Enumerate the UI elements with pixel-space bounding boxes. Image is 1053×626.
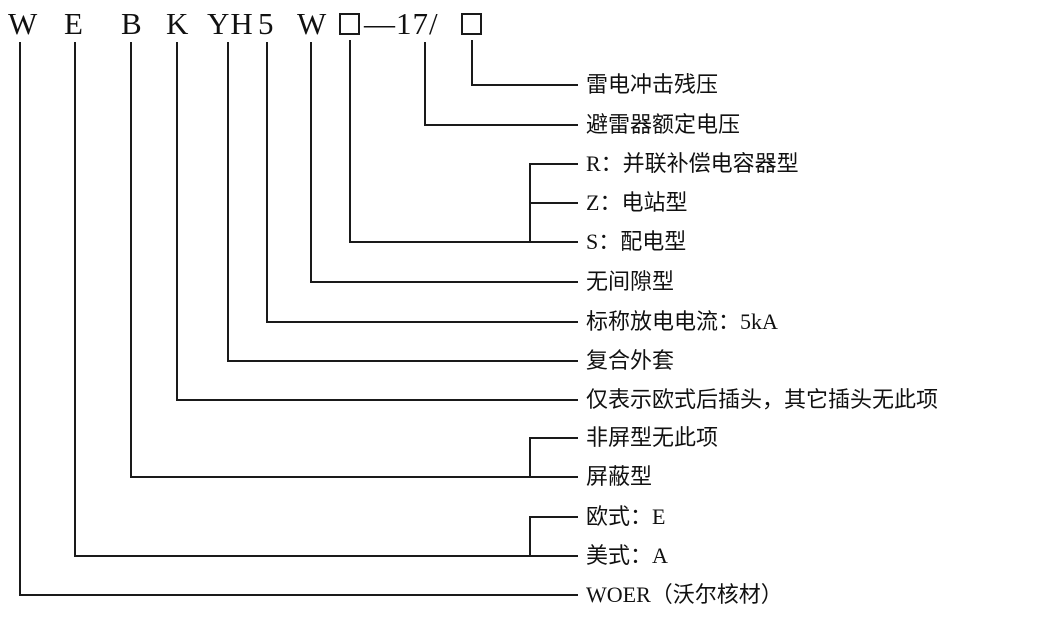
connector-residual-voltage [471,40,578,86]
label-nominal-discharge-current: 标称放电电流：5kA [586,309,778,334]
connector-discharge-current [266,42,578,323]
label-type-r-shunt-capacitor: R：并联补偿电容器型 [586,151,799,176]
label-gapless-type: 无间隙型 [586,269,675,294]
label-type-s-distribution: S：配电型 [586,229,687,254]
connector-shield-branch [529,437,578,478]
code-char-yh: YH [207,6,254,41]
label-shielded-type: 屏蔽型 [586,464,653,489]
connector-standard-main [74,42,530,557]
label-euro-rear-plug-note: 仅表示欧式后插头，其它插头无此项 [586,387,939,412]
code-char-w2: W [297,6,328,41]
placeholder-box-type [339,13,360,35]
code-char-e: E [64,6,84,41]
connector-standard-branch [529,516,578,557]
connector-type-main [349,40,530,243]
connector-rated-voltage [424,42,578,126]
connector-rear-plug [176,42,578,401]
label-woer-brand: WOER（沃尔核材） [586,582,783,607]
code-char-b: B [121,6,143,41]
label-non-shielded-note: 非屏型无此项 [586,425,719,450]
code-char-k: K [166,6,190,41]
code-char-5: 5 [258,6,275,41]
connector-gapless [310,42,578,283]
code-suffix: —17/ [364,6,439,41]
connector-composite-housing [227,42,578,362]
connector-woer [19,42,578,596]
connector-shield-main [130,42,530,478]
label-type-z-station: Z：电站型 [586,190,688,215]
label-european-e: 欧式：E [586,504,666,529]
placeholder-box-voltage [461,13,482,35]
code-char-w1: W [8,6,39,41]
label-american-a: 美式：A [586,543,668,568]
label-composite-housing: 复合外套 [586,348,675,373]
label-arrester-rated-voltage: 避雷器额定电压 [586,112,741,137]
label-lightning-impulse-residual-voltage: 雷电冲击残压 [586,72,719,97]
